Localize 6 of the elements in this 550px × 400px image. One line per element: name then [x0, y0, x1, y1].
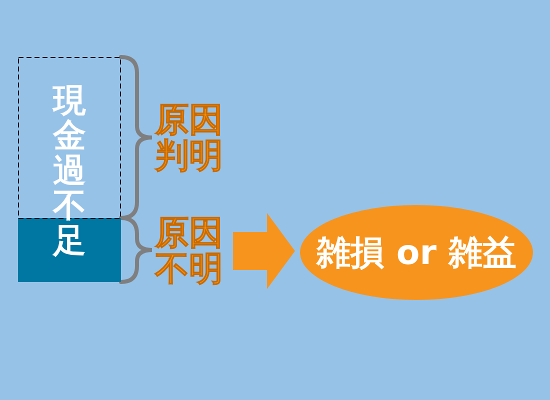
arrow — [233, 213, 295, 289]
result-ellipse: 雑損 or 雑益 — [300, 205, 533, 300]
column-box — [18, 57, 121, 282]
brace-label: 原因不明 — [155, 215, 227, 287]
vertical-label: 現金過不足 — [52, 82, 87, 257]
brace-label: 原因判明 — [155, 102, 224, 174]
